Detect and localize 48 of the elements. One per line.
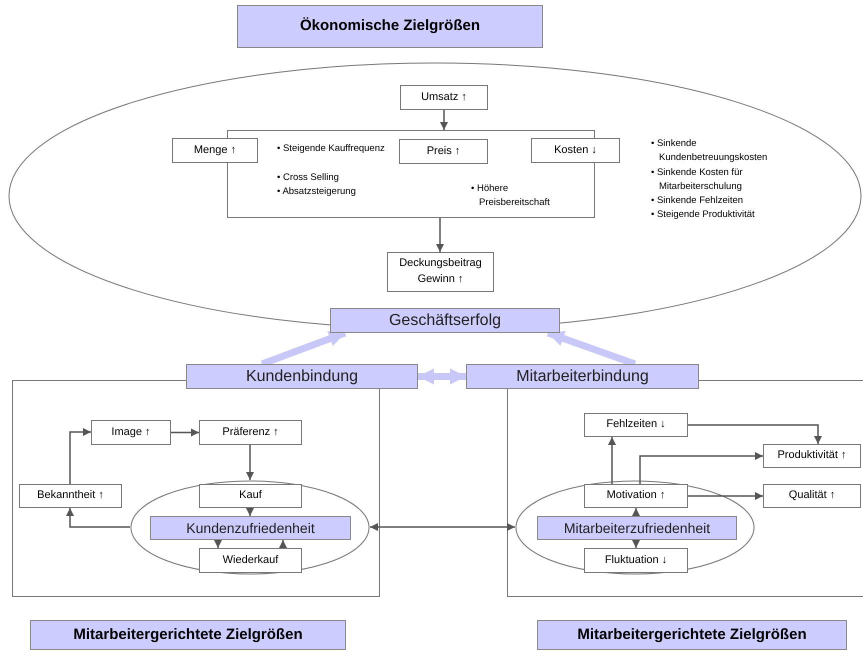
bullet-text: • Sinkende Fehlzeiten: [651, 194, 744, 208]
heading-box: Mitarbeiterbindung: [466, 364, 699, 389]
heading-box: Mitarbeitergerichtete Zielgrößen: [30, 620, 346, 650]
bullet-text: • Sinkende Kundenbetreuungskosten: [651, 137, 768, 166]
arrow: [608, 437, 616, 484]
heading-box: Ökonomische Zielgrößen: [237, 5, 543, 48]
heading-box: Mitarbeitergerichtete Zielgrößen: [537, 620, 847, 650]
process-box: Kauf: [199, 484, 302, 508]
bullet-text: • Absatzsteigerung: [277, 185, 357, 199]
process-box: Produktivität ↑: [763, 444, 861, 468]
process-box: Fluktuation ↓: [584, 548, 688, 573]
arrow: [632, 540, 640, 548]
bullet-text: • Höhere Preisbereitschaft: [471, 182, 551, 210]
heading-box: Geschäftserfolg: [330, 308, 560, 333]
arrow: [171, 428, 199, 436]
bullet-text: • Sinkende Kosten für Mitarbeiterschulung: [651, 166, 744, 194]
bullet-text: • Steigende Produktivität: [651, 208, 756, 222]
process-box: Fehlzeiten ↓: [584, 413, 688, 437]
arrow: [688, 492, 763, 500]
arrow: [66, 508, 130, 528]
heading-box: Mitarbeiterzufriedenheit: [537, 516, 737, 540]
process-box: Präferenz ↑: [199, 420, 302, 445]
process-box: Motivation ↑: [584, 484, 688, 508]
arrow: [440, 110, 448, 130]
process-box: Kosten ↓: [531, 138, 620, 163]
process-box: Menge ↑: [172, 138, 258, 163]
block-arrow: [418, 368, 466, 384]
arrow: [688, 424, 822, 444]
process-box: Bekanntheit ↑: [19, 484, 122, 508]
arrow: [632, 508, 640, 516]
process-box: Umsatz ↑: [400, 85, 488, 110]
process-box: Wiederkauf: [199, 548, 302, 573]
heading-box: Kundenbindung: [186, 364, 418, 389]
process-box: Image ↑: [91, 420, 171, 445]
arrow: [69, 428, 91, 484]
process-box: Deckungsbeitrag Gewinn ↑: [387, 252, 494, 292]
arrow: [436, 218, 444, 252]
bullet-text: • Steigende Kauffrequenz: [277, 142, 386, 156]
arrow: [639, 452, 763, 484]
arrow: [246, 508, 254, 516]
bullet-text: • Cross Selling: [277, 171, 340, 185]
process-box: Qualität ↑: [763, 484, 861, 508]
arrow: [370, 523, 515, 531]
arrow: [214, 540, 222, 548]
process-box: Preis ↑: [399, 139, 488, 164]
arrow: [279, 540, 287, 548]
arrow: [246, 445, 254, 480]
heading-box: Kundenzufriedenheit: [150, 516, 351, 540]
